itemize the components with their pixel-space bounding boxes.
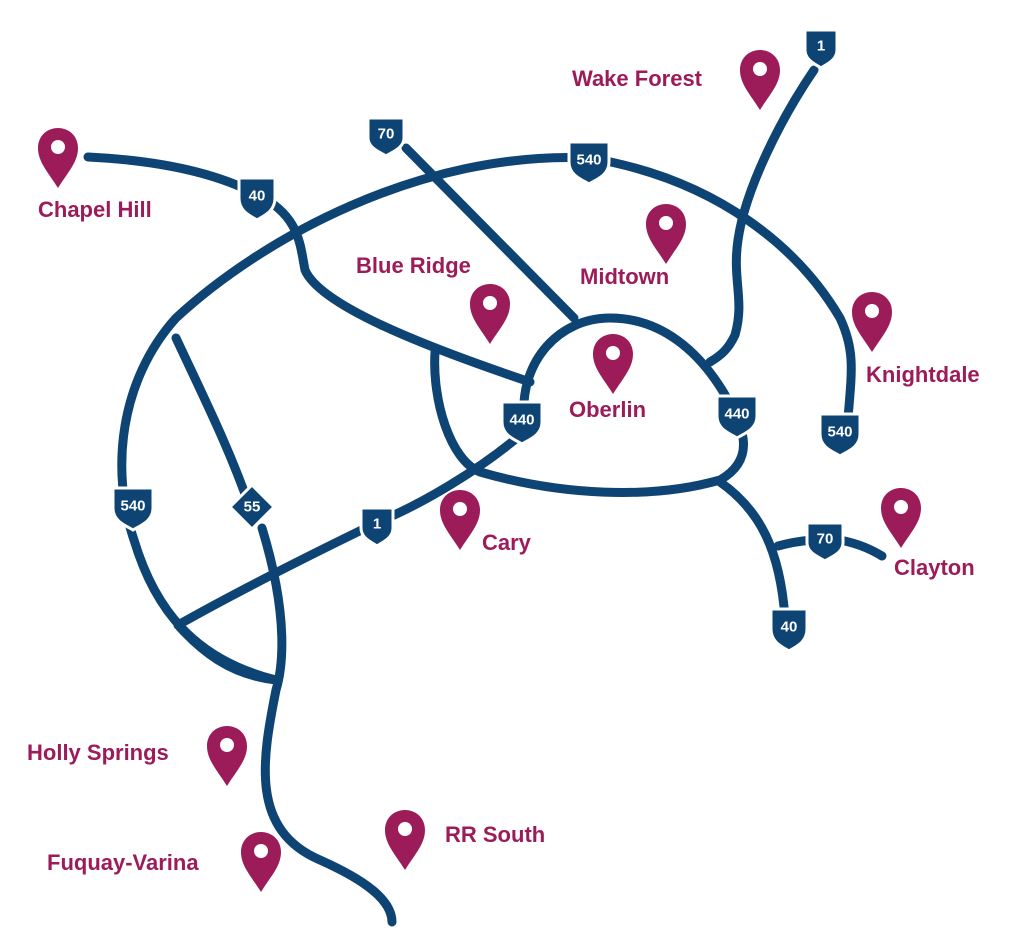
map-pin-icon bbox=[740, 50, 780, 110]
map-pin-icon bbox=[470, 284, 510, 344]
i-540-west-shield: 540 bbox=[111, 486, 155, 532]
i-40-west-shield: 40 bbox=[237, 176, 277, 222]
road-network bbox=[83, 65, 887, 927]
location-pins: Chapel Hill Wake Forest Blue Ridge Midto… bbox=[27, 50, 980, 892]
location-label: Knightdale bbox=[866, 362, 980, 387]
location-blue-ridge[interactable]: Blue Ridge bbox=[356, 253, 510, 344]
location-midtown[interactable]: Midtown bbox=[580, 204, 686, 289]
route-number: 70 bbox=[378, 126, 395, 143]
location-label: Fuquay-Varina bbox=[47, 850, 199, 875]
map-pin-icon bbox=[207, 726, 247, 786]
route-number: 40 bbox=[781, 619, 798, 636]
location-clayton[interactable]: Clayton bbox=[881, 488, 975, 580]
location-label: Oberlin bbox=[569, 397, 646, 422]
map-pin-icon bbox=[440, 490, 480, 550]
route-number: 540 bbox=[120, 498, 145, 515]
map-pin-icon bbox=[241, 832, 281, 892]
location-fuquay-varina[interactable]: Fuquay-Varina bbox=[47, 832, 281, 892]
nc-55-diamond: 55 bbox=[227, 482, 277, 532]
location-label: Cary bbox=[482, 530, 532, 555]
us-1-south-shield: 1 bbox=[359, 506, 395, 548]
route-number: 70 bbox=[817, 531, 834, 548]
map-pin-icon bbox=[593, 334, 633, 394]
route-number: 40 bbox=[249, 188, 266, 205]
location-label: Midtown bbox=[580, 264, 669, 289]
route-number: 540 bbox=[576, 152, 601, 169]
us-1-north-shield: 1 bbox=[803, 28, 839, 70]
road-nc55-south bbox=[257, 523, 397, 927]
i-440-west-shield: 440 bbox=[500, 400, 544, 446]
location-cary[interactable]: Cary bbox=[440, 490, 532, 555]
map-pin-icon bbox=[646, 204, 686, 264]
location-knightdale[interactable]: Knightdale bbox=[852, 292, 980, 387]
road-i540-loop bbox=[117, 153, 856, 685]
i-540-east-shield: 540 bbox=[818, 412, 862, 458]
location-label: Chapel Hill bbox=[38, 197, 152, 222]
location-chapel-hill[interactable]: Chapel Hill bbox=[38, 128, 152, 222]
location-label: Holly Springs bbox=[27, 740, 169, 765]
route-number: 55 bbox=[244, 499, 261, 516]
location-oberlin[interactable]: Oberlin bbox=[569, 334, 646, 422]
i-40-east-shield: 40 bbox=[769, 607, 809, 653]
road-i540-southwest bbox=[173, 620, 281, 685]
map-pin-icon bbox=[385, 810, 425, 870]
road-us70-north bbox=[401, 143, 579, 323]
route-markers: 1 70 540 40 440 440 540 bbox=[111, 28, 862, 653]
route-number: 540 bbox=[827, 424, 852, 441]
location-label: RR South bbox=[445, 822, 545, 847]
location-rr-south[interactable]: RR South bbox=[385, 810, 545, 870]
route-number: 440 bbox=[509, 412, 534, 429]
route-number: 440 bbox=[724, 406, 749, 423]
route-number: 1 bbox=[817, 38, 825, 55]
location-label: Blue Ridge bbox=[356, 253, 471, 278]
road-us1-north bbox=[705, 65, 819, 367]
us-70-north-shield: 70 bbox=[366, 116, 406, 158]
i-440-east-shield: 440 bbox=[715, 394, 759, 440]
i-540-north-shield: 540 bbox=[567, 140, 611, 186]
map-pin-icon bbox=[881, 488, 921, 548]
road-i40-west bbox=[83, 152, 535, 387]
route-number: 1 bbox=[373, 516, 381, 533]
location-holly-springs[interactable]: Holly Springs bbox=[27, 726, 247, 786]
location-label: Clayton bbox=[894, 555, 975, 580]
map-pin-icon bbox=[852, 292, 892, 352]
location-wake-forest[interactable]: Wake Forest bbox=[572, 50, 780, 110]
location-label: Wake Forest bbox=[572, 66, 703, 91]
us-70-east-shield: 70 bbox=[805, 521, 845, 563]
road-i40-east bbox=[715, 477, 790, 623]
road-nc55 bbox=[171, 333, 255, 513]
map-pin-icon bbox=[38, 128, 78, 188]
